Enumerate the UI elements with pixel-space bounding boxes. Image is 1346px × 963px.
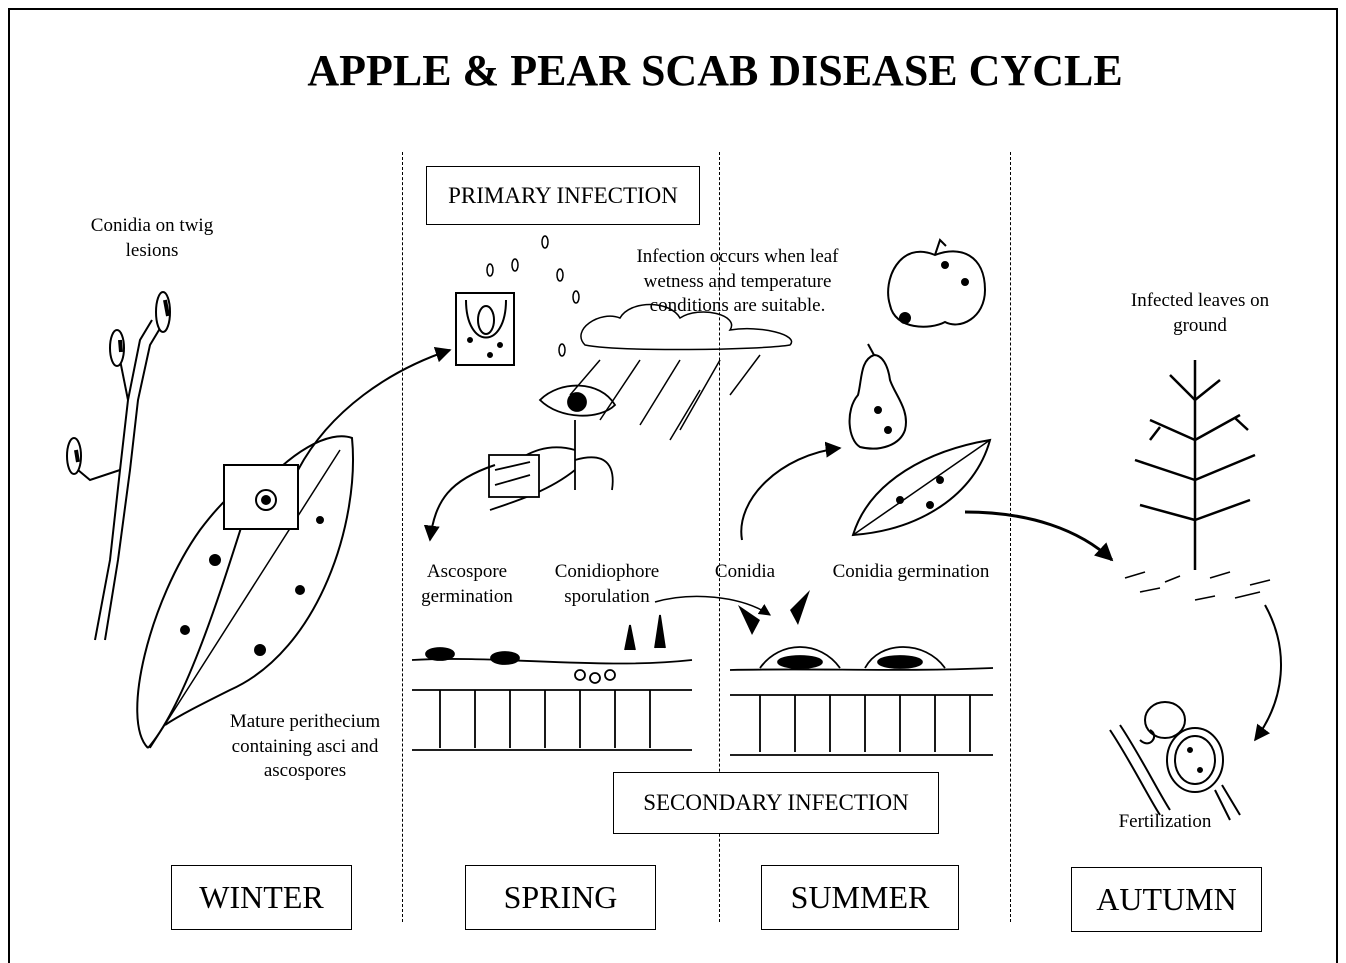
summer-leaf-illustration (853, 440, 990, 535)
arrow-conidia-to-fruit (741, 448, 840, 540)
conidia-spores-illustration (738, 590, 810, 635)
label-conidia: Conidia (705, 560, 785, 585)
arrow-leaf-to-perithecium (298, 350, 450, 470)
infected-leaf-illustration (137, 436, 353, 748)
twig-illustration (67, 292, 170, 640)
label-infected-leaves-line1: Infected leaves on (1105, 289, 1295, 314)
label-perithecium-line2: containing asci and (205, 735, 405, 760)
arrow-to-fertilization (1255, 605, 1281, 740)
label-fertilization: Fertilization (1100, 810, 1230, 835)
label-conidia-germination: Conidia germination (818, 560, 1004, 585)
pear-illustration (850, 344, 906, 449)
fallen-leaves-illustration (1125, 572, 1270, 600)
label-conidiophore-line2: sporulation (543, 585, 671, 610)
season-winter: WINTER (171, 865, 352, 930)
summer-leaf-tissue-illustration (730, 647, 993, 755)
arrow-leaf-to-ground (965, 512, 1112, 560)
label-infection-note-line3: conditions are suitable. (600, 294, 875, 319)
bare-tree-illustration (1135, 360, 1255, 570)
label-infected-leaves-line2: ground (1105, 314, 1295, 339)
label-perithecium-line3: ascospores (205, 759, 405, 784)
fertilization-illustration (1110, 702, 1240, 820)
label-infection-note-line1: Infection occurs when leaf (600, 245, 875, 270)
label-mature-perithecium: Mature perithecium containing asci and a… (205, 710, 405, 784)
primary-infection-box: PRIMARY INFECTION (426, 166, 700, 225)
label-conidiophore-line1: Conidiophore (543, 560, 671, 585)
label-conidia-twig-line2: lesions (72, 239, 232, 264)
label-ascospore-line1: Ascospore (408, 560, 526, 585)
season-summer: SUMMER (761, 865, 959, 930)
label-infected-leaves: Infected leaves on ground (1105, 289, 1295, 338)
label-conidia-twig: Conidia on twig lesions (72, 214, 232, 263)
label-conidia-twig-line1: Conidia on twig (72, 214, 232, 239)
label-perithecium-line1: Mature perithecium (205, 710, 405, 735)
apple-illustration (888, 240, 985, 327)
label-conidiophore-sporulation: Conidiophore sporulation (543, 560, 671, 609)
label-ascospore-line2: germination (408, 585, 526, 610)
label-ascospore-germination: Ascospore germination (408, 560, 526, 609)
arrow-conidiophore-to-conidia (655, 596, 770, 615)
flower-illustration (489, 386, 615, 510)
season-spring: SPRING (465, 865, 656, 930)
rain-cloud-illustration (570, 305, 792, 441)
perithecium-illustration (456, 293, 514, 365)
season-autumn: AUTUMN (1071, 867, 1262, 932)
label-infection-note: Infection occurs when leaf wetness and t… (600, 245, 875, 319)
arrow-to-ascospore-germination (430, 465, 495, 540)
secondary-infection-box: SECONDARY INFECTION (613, 772, 939, 834)
spring-leaf-tissue-illustration (412, 615, 692, 750)
label-infection-note-line2: wetness and temperature (600, 270, 875, 295)
